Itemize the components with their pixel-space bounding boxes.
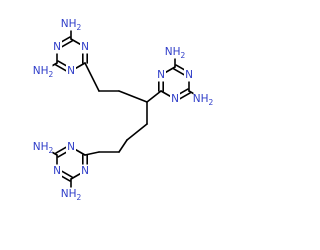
label-mask — [52, 40, 62, 54]
bottom-left-ring-nitrogen-label: N — [66, 140, 76, 154]
top-left-ring-nitrogen-label: N — [66, 64, 76, 78]
amine-subscript: 2 — [76, 193, 81, 202]
nitrogen-text: N — [171, 93, 179, 105]
amine-subscript: 2 — [48, 70, 53, 79]
label-mask — [193, 92, 213, 106]
amine-subscript: 2 — [76, 23, 81, 32]
top-right-amine-label: NH2 — [193, 92, 214, 107]
amine-text: NH2 — [33, 65, 54, 79]
top-right-ring-nitrogen-label: N — [170, 92, 180, 106]
amine-text: NH2 — [193, 93, 214, 107]
top-right-ring-nitrogen-label: N — [184, 68, 194, 82]
nitrogen-text: N — [157, 69, 165, 81]
nitrogen-text: N — [67, 141, 75, 153]
bottom-left-amine-label: NH2 — [61, 187, 82, 202]
label-mask — [165, 45, 185, 59]
amine-text: NH2 — [61, 18, 82, 32]
label-mask — [33, 140, 53, 154]
chain-bond — [84, 151, 100, 156]
nitrogen-text: N — [67, 65, 75, 77]
top-right-ring-nitrogen-label: N — [156, 68, 166, 82]
amine-nh-text: NH — [193, 93, 209, 105]
nitrogen-text: N — [81, 41, 89, 53]
top-left-ring-nitrogen-label: N — [52, 40, 62, 54]
amine-nh-text: NH — [61, 188, 77, 200]
amine-subscript: 2 — [180, 51, 185, 60]
nitrogen-text: N — [53, 165, 61, 177]
top-left-amine-label: NH2 — [61, 17, 82, 32]
label-mask — [66, 140, 76, 154]
label-mask — [66, 64, 76, 78]
top-left-amine-label: NH2 — [33, 64, 54, 79]
nitrogen-text: N — [53, 41, 61, 53]
amine-subscript: 2 — [48, 146, 53, 155]
chain-bond — [84, 62, 100, 92]
label-mask — [52, 164, 62, 178]
amine-text: NH2 — [33, 141, 54, 155]
amine-text: NH2 — [61, 188, 82, 202]
amine-nh-text: NH — [33, 65, 49, 77]
chain-bond — [146, 90, 162, 103]
nitrogen-text: N — [185, 69, 193, 81]
chain-bond — [118, 139, 128, 153]
amine-subscript: 2 — [208, 98, 213, 107]
label-mask — [61, 187, 81, 201]
top-left-ring-nitrogen-label: N — [80, 40, 90, 54]
chain-bond — [126, 123, 148, 141]
amine-nh-text: NH — [61, 18, 77, 30]
bottom-left-ring-nitrogen-label: N — [52, 164, 62, 178]
nitrogen-text: N — [81, 165, 89, 177]
label-mask — [80, 40, 90, 54]
bottom-left-amine-label: NH2 — [33, 140, 54, 155]
label-mask — [170, 92, 180, 106]
label-mask — [33, 64, 53, 78]
bottom-left-ring-nitrogen-label: N — [80, 164, 90, 178]
label-mask — [80, 164, 90, 178]
label-mask — [184, 68, 194, 82]
chain-bond — [118, 90, 148, 103]
label-mask — [156, 68, 166, 82]
amine-nh-text: NH — [165, 46, 181, 58]
top-right-amine-label: NH2 — [165, 45, 186, 60]
amine-text: NH2 — [165, 46, 186, 60]
amine-nh-text: NH — [33, 141, 49, 153]
label-mask — [61, 17, 81, 31]
